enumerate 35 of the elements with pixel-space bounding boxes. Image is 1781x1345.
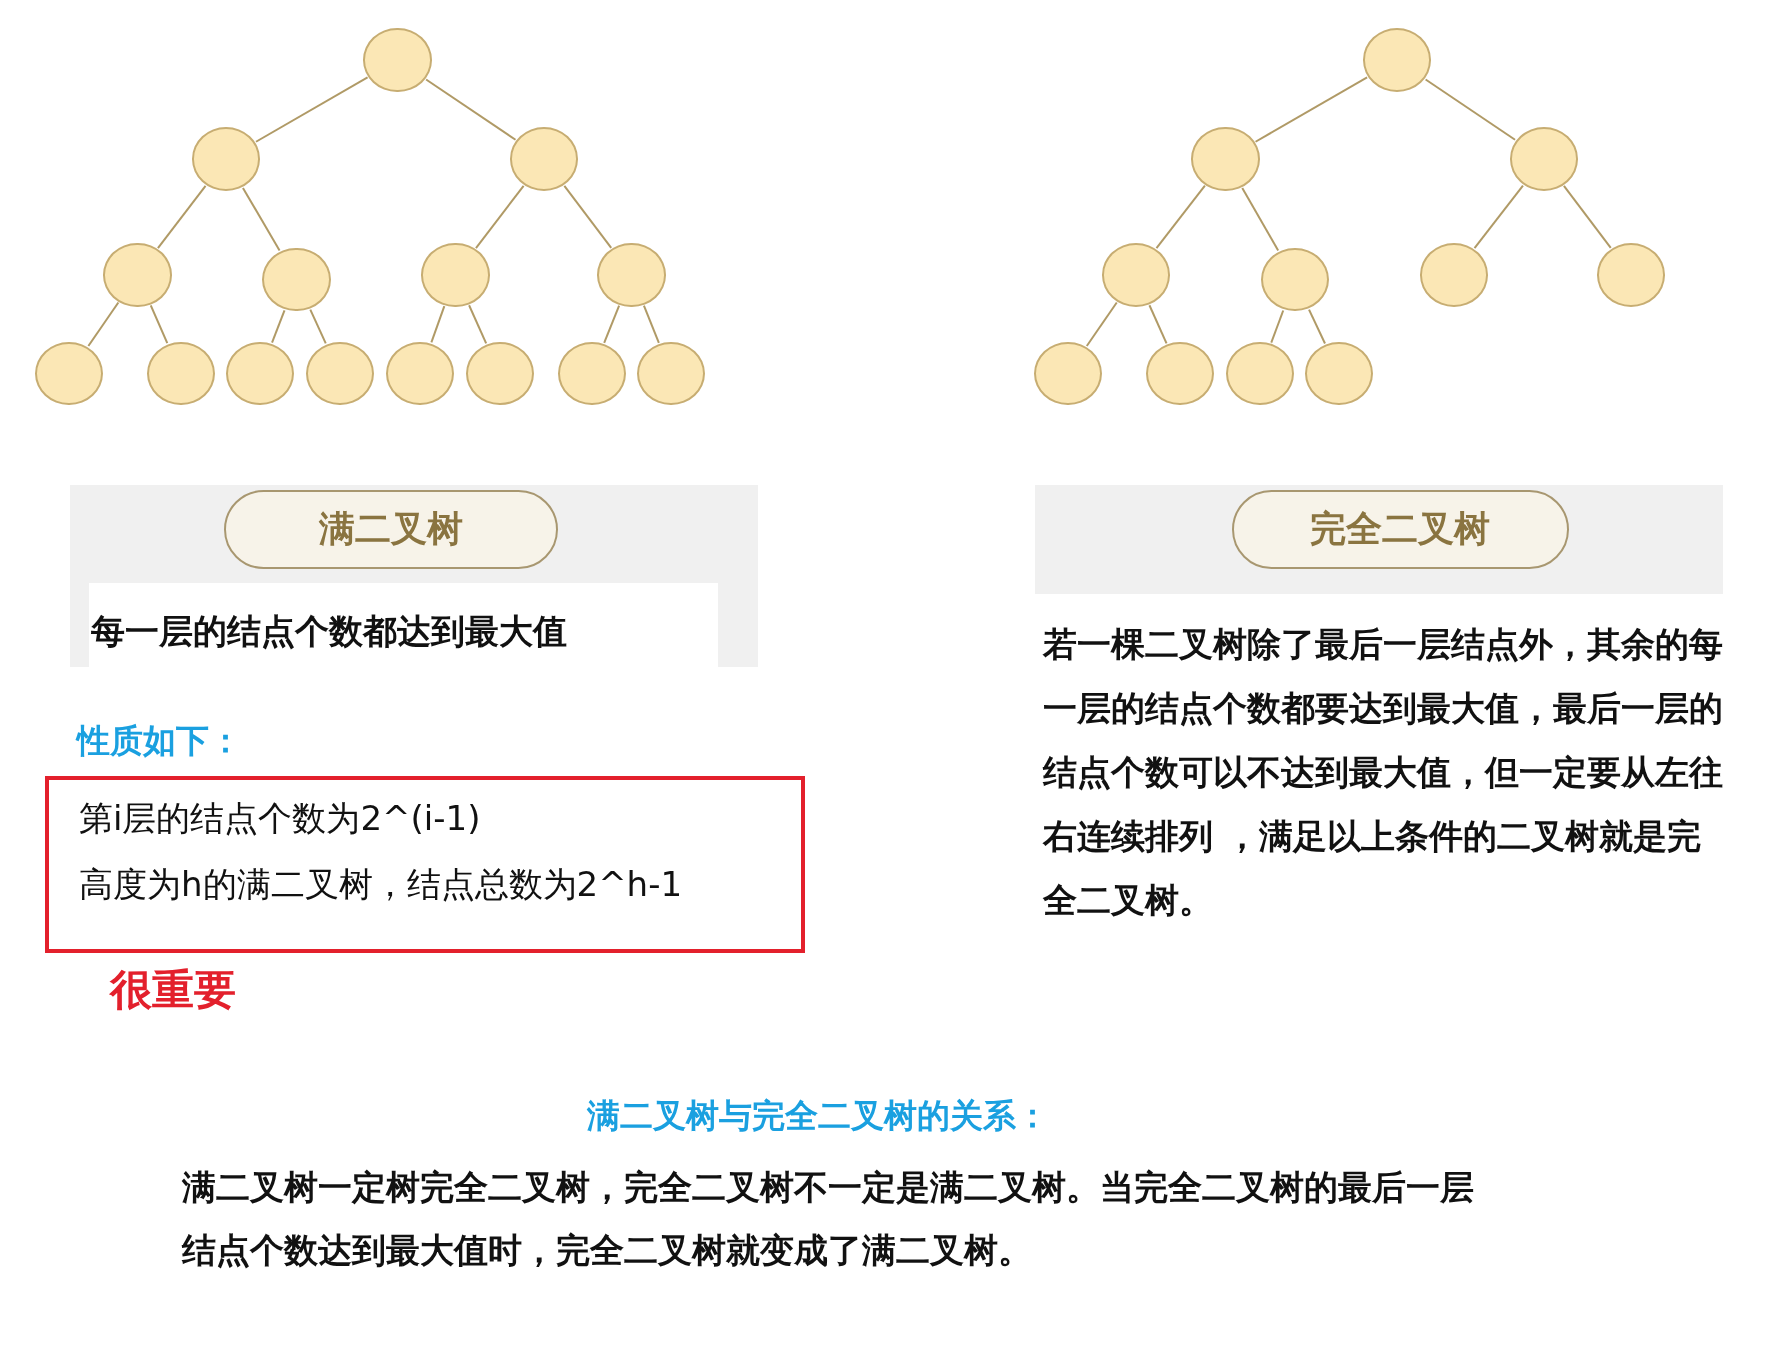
tree-edge: [156, 184, 207, 250]
property-box: [45, 775, 806, 953]
property-text: 第i层的结点个数为2^(i-1): [78, 796, 481, 840]
tree-edge: [1473, 184, 1524, 250]
tree-edge: [474, 184, 525, 250]
description-text: 满二叉树一定树完全二叉树，完全二叉树不一定是满二叉树。当完全二叉树的最后一层结点个数达到最大值时，完全二叉树就变成了满二叉树。: [181, 1166, 1475, 1273]
section-heading: 满二叉树与完全二叉树的关系：: [586, 1094, 1049, 1137]
title-pill: 满二叉树: [223, 489, 558, 570]
tree-edge: [430, 305, 446, 344]
tree-edge: [1155, 184, 1206, 250]
tree-edge: [1562, 184, 1612, 249]
tree-edge: [1254, 76, 1369, 143]
tree-edge: [149, 304, 169, 345]
description-text: 每一层的结点个数都达到最大值: [90, 609, 568, 653]
property-text: 高度为h的满二叉树，结点总数为2^h-1: [78, 862, 683, 906]
note-text: 很重要: [110, 964, 238, 1017]
tree-edge: [241, 186, 281, 252]
tree-edge: [1308, 308, 1326, 345]
section-heading: 性质如下：: [77, 720, 244, 763]
tree-edge: [309, 308, 327, 345]
tree-edge: [425, 78, 517, 141]
tree-edge: [642, 304, 660, 344]
tree-edge: [1148, 304, 1168, 345]
tree-edge: [1424, 78, 1517, 141]
tree-edge: [563, 184, 613, 249]
tree-edge: [271, 309, 286, 344]
tree-edge: [87, 301, 120, 347]
tree-edge: [1270, 309, 1285, 344]
tree-edge: [468, 304, 488, 345]
description-text: 若一棵二叉树除了最后一层结点外，其余的每一层的结点个数都要达到最大值，最后一层的结点个数可以不达到最大值，但一定要从左往右连续排列 ，满足以上条件的二叉树就是完全二叉树。: [1042, 623, 1724, 922]
tree-edge: [1085, 301, 1118, 347]
title-pill: 完全二叉树: [1232, 489, 1569, 570]
tree-edge: [255, 76, 369, 143]
tree-edge: [603, 304, 621, 344]
tree-edge: [1241, 187, 1280, 252]
